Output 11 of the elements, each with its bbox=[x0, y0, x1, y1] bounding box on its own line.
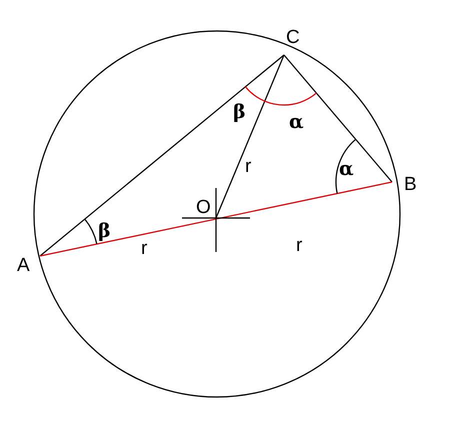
length-label: r bbox=[296, 236, 302, 255]
point-label: C bbox=[286, 28, 300, 47]
length-label: r bbox=[245, 157, 252, 176]
angle-label: β bbox=[233, 103, 246, 122]
length-label: r bbox=[141, 239, 148, 258]
point-label: O bbox=[196, 198, 211, 217]
angle-label: β bbox=[98, 222, 111, 241]
angle-label: α bbox=[289, 113, 304, 132]
point-label: A bbox=[17, 256, 30, 275]
point-label: B bbox=[404, 175, 417, 194]
angle-label: α bbox=[339, 160, 354, 179]
